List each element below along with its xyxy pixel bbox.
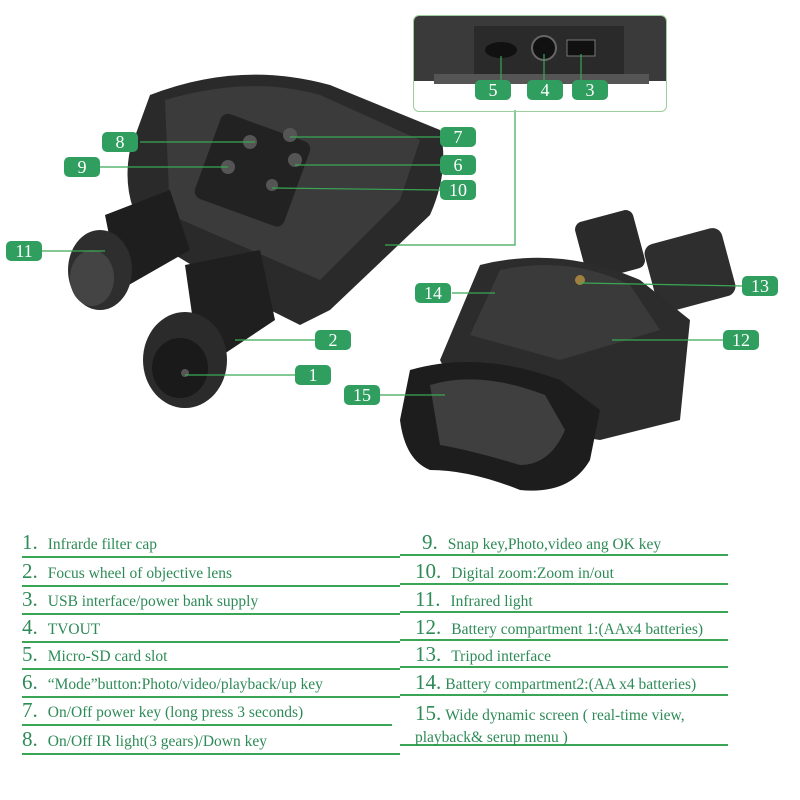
callout-7: 7 [440, 127, 476, 147]
callout-9: 9 [64, 157, 100, 177]
legend-item: 13.Tripod interface [400, 642, 728, 668]
callout-8: 8 [102, 132, 138, 152]
binocular-top-view [68, 74, 444, 408]
callout-13: 13 [742, 276, 778, 296]
legend-item: 15.Wide dynamic screen ( real-time view,… [400, 702, 728, 746]
binoculars-illustration [42, 74, 743, 491]
binocular-rear-view [400, 210, 736, 491]
callout-15: 15 [344, 385, 380, 405]
legend-item: 8.On/Off IR light(3 gears)/Down key [22, 727, 400, 755]
legend-item: 6.“Mode”button:Photo/video/playback/up k… [22, 670, 400, 698]
leader-lines [42, 110, 743, 396]
callout-12: 12 [723, 330, 759, 350]
callout-1: 1 [295, 365, 331, 385]
callout-6: 6 [440, 155, 476, 175]
legend-item: 14.Battery compartment2:(AA x4 batteries… [400, 670, 728, 696]
legend-item: 4.TVOUT [22, 615, 400, 643]
callout-3: 3 [572, 80, 608, 100]
legend-item: 9.Snap key,Photo,video ang OK key [400, 530, 728, 556]
legend-item: 10.Digital zoom:Zoom in/out [400, 559, 728, 585]
callout-5: 5 [475, 80, 511, 100]
legend-item: 11.Infrared light [400, 587, 728, 613]
legend-item: 5.Micro-SD card slot [22, 642, 400, 670]
callout-14: 14 [415, 283, 451, 303]
legend-item: 3.USB interface/power bank supply [22, 587, 400, 615]
legend-item: 12.Battery compartment 1:(AAx4 batteries… [400, 615, 728, 641]
callout-10: 10 [440, 180, 476, 200]
port-closeup-inset [413, 15, 667, 112]
legend-item: 2.Focus wheel of objective lens [22, 559, 400, 587]
legend-item: 1.Infrarde filter cap [22, 530, 400, 558]
callout-4: 4 [527, 80, 563, 100]
legend-item: 7.On/Off power key (long press 3 seconds… [22, 698, 392, 726]
callout-2: 2 [315, 330, 351, 350]
callout-11: 11 [6, 241, 42, 261]
